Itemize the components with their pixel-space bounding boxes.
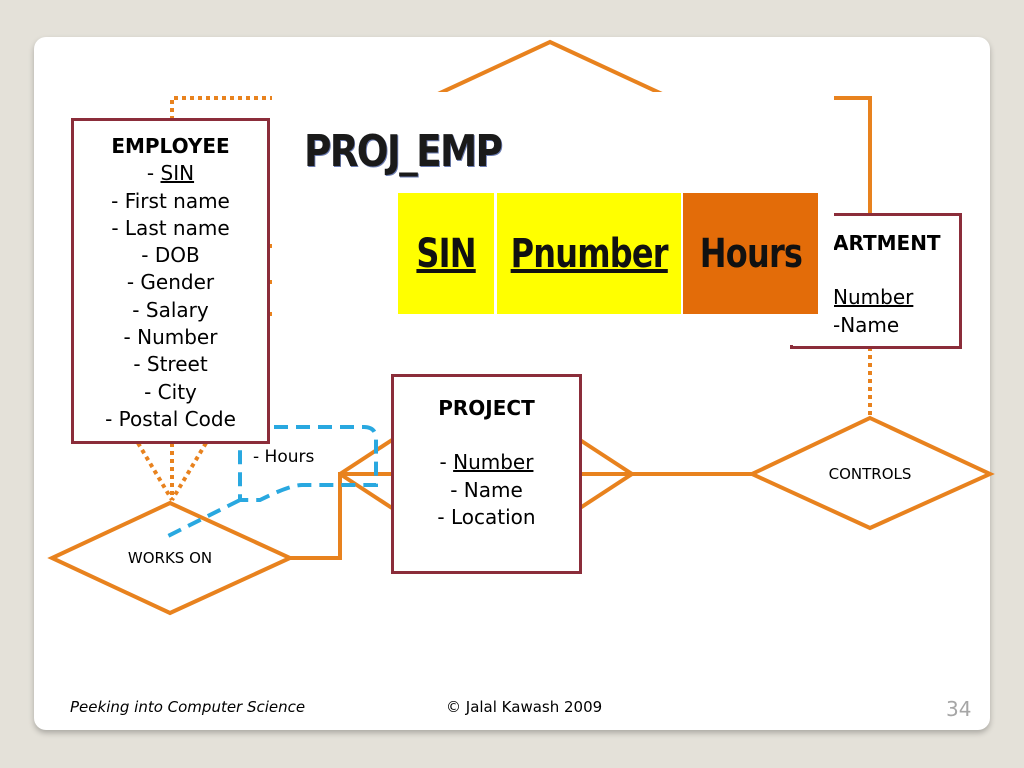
employee-key: SIN [160, 161, 195, 186]
employee-entity: EMPLOYEE - SIN - First name - Last name … [71, 118, 270, 444]
proj-emp-col-sin-label: SIN [416, 230, 476, 277]
hours-connector [167, 498, 241, 538]
works-on-diamond [47, 500, 295, 616]
employee-workson-line-3 [170, 441, 208, 502]
employee-attr-street: - Street [133, 352, 208, 377]
controls-diamond [747, 415, 995, 531]
project-entity: PROJECT - Number - Name - Location [391, 374, 582, 574]
manages-department-line [830, 96, 872, 213]
workson-project-foot-2 [338, 472, 394, 510]
employee-title: EMPLOYEE [111, 134, 230, 158]
works-on-label: WORKS ON [127, 549, 213, 567]
proj-emp-overlay: PROJ_EMP SIN Pnumber Hours [272, 92, 834, 345]
manages-diamond [437, 39, 663, 96]
employee-attr-postal-code: - Postal Code [105, 406, 236, 431]
manages-employee-line [170, 96, 272, 120]
department-key: Number [833, 285, 914, 310]
proj-emp-title: PROJ_EMP [304, 126, 503, 177]
department-title: ARTMENT [833, 231, 941, 255]
employee-attr-salary: - Salary [132, 297, 209, 322]
employee-key-prefix: - [146, 161, 161, 186]
project-key-row: - Number [394, 449, 579, 476]
employee-attr-dob: - DOB [141, 243, 200, 268]
footer-course-title: Peeking into Computer Science [70, 698, 306, 716]
employee-workson-line-1 [136, 441, 174, 502]
controls-label: CONTROLS [828, 465, 912, 483]
workson-project-foot-1 [338, 438, 394, 476]
employee-attr-city: - City [144, 379, 197, 404]
employee-attr-number: - Number [123, 325, 218, 350]
proj-emp-col-hours-label: Hours [699, 230, 802, 277]
proj-emp-col-sin: SIN [398, 193, 494, 314]
employee-attr-last-name: - Last name [111, 215, 230, 240]
project-attr-location: - Location [437, 504, 536, 529]
employee-attr-gender: - Gender [126, 270, 215, 295]
department-attr-name: -Name [833, 312, 900, 337]
proj-emp-col-pnumber-label: Pnumber [510, 230, 668, 277]
project-title: PROJECT [438, 396, 535, 420]
proj-emp-col-hours: Hours [683, 193, 818, 314]
project-attr-name: - Name [450, 477, 523, 502]
project-key-prefix: - [439, 450, 454, 475]
employee-attr-first-name: - First name [111, 188, 230, 213]
workson-project-line [290, 472, 392, 560]
employee-key-row: - SIN [74, 160, 267, 187]
footer-copyright: © Jalal Kawash 2009 [446, 698, 603, 716]
project-key: Number [453, 450, 534, 475]
hours-attribute: - Hours [253, 447, 315, 467]
proj-emp-col-pnumber: Pnumber [497, 193, 681, 314]
page-number: 34 [946, 697, 972, 721]
